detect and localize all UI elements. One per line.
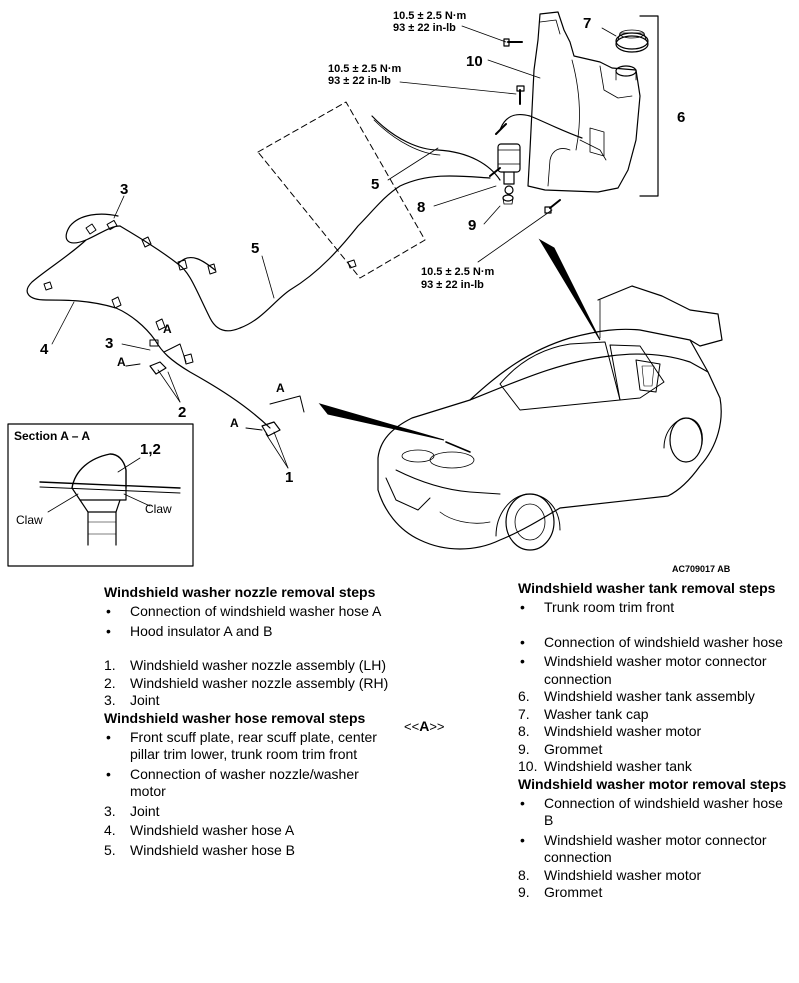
callout-8: 8 bbox=[417, 199, 425, 216]
list-item: 8.Windshield washer motor bbox=[518, 866, 702, 883]
parts-diagram: 7 10 6 5 8 9 3 5 4 3 2 1 A A A A 10.5 ± … bbox=[7, 10, 731, 574]
right-column: Windshield washer tank removal steps •Tr… bbox=[518, 580, 793, 902]
list-item: 9.Grommet bbox=[518, 740, 603, 757]
torque-top-nm: 10.5 ± 2.5 N·m bbox=[393, 10, 467, 22]
callout-5-left: 5 bbox=[251, 240, 259, 257]
grommet bbox=[502, 194, 514, 205]
list-item: •Connection of windshield washer hose bbox=[520, 633, 783, 650]
arrow-label-a: A bbox=[230, 416, 239, 430]
arrow-label-a: A bbox=[117, 355, 126, 369]
callout-4: 4 bbox=[40, 341, 49, 358]
pointer-wedges bbox=[318, 238, 601, 441]
torque-mid-inlb: 93 ± 22 in-lb bbox=[328, 75, 391, 87]
section-a-a-box bbox=[7, 423, 194, 567]
torque-specs: 10.5 ± 2.5 N·m 93 ± 22 in-lb 10.5 ± 2.5 … bbox=[328, 10, 495, 291]
list-item: 7.Washer tank cap bbox=[518, 705, 649, 722]
list-item: 1.Windshield washer nozzle assembly (LH) bbox=[104, 657, 386, 673]
claw-left-label: Claw bbox=[16, 513, 43, 527]
section-arrow-labels: A A A A bbox=[117, 322, 285, 430]
list-item: •Front scuff plate, rear scuff plate, ce… bbox=[106, 728, 377, 763]
nozzle-steps: •Connection of windshield washer hose A … bbox=[104, 603, 394, 710]
car-illustration bbox=[377, 285, 723, 551]
tank-steps: •Trunk room trim front •Connection of wi… bbox=[518, 599, 793, 776]
list-item: 6.Windshield washer tank assembly bbox=[518, 688, 755, 704]
list-item: 5.Windshield washer hose B bbox=[104, 841, 295, 858]
callout-5-top: 5 bbox=[371, 176, 379, 193]
list-item: 9.Grommet bbox=[518, 884, 603, 900]
callout-numbers: 7 10 6 5 8 9 3 5 4 3 2 1 bbox=[40, 15, 685, 486]
bolt-low bbox=[544, 199, 561, 214]
callout-1: 1 bbox=[285, 469, 293, 486]
washer-motor bbox=[489, 143, 521, 195]
section-labels: Section A – A 1,2 Claw Claw bbox=[14, 429, 172, 527]
bolt-mid bbox=[516, 85, 525, 105]
washer-hose-a bbox=[26, 213, 271, 429]
tank-heading: Windshield washer tank removal steps bbox=[518, 580, 776, 596]
callout-9: 9 bbox=[468, 217, 476, 234]
torque-top-inlb: 93 ± 22 in-lb bbox=[393, 22, 456, 34]
torque-low-nm: 10.5 ± 2.5 N·m bbox=[421, 266, 495, 278]
callout-7: 7 bbox=[583, 15, 591, 32]
list-item: •Hood insulator A and B bbox=[106, 622, 273, 639]
washer-tank bbox=[495, 11, 641, 193]
leader-lines bbox=[51, 25, 617, 469]
motor-heading: Windshield washer motor removal steps bbox=[518, 775, 787, 792]
arrow-label-a: A bbox=[276, 381, 285, 395]
assembly-bracket bbox=[639, 15, 659, 197]
bolt-top bbox=[503, 38, 523, 47]
motor-steps: •Connection of windshield washer hose B … bbox=[518, 795, 793, 902]
hose-steps: •Front scuff plate, rear scuff plate, ce… bbox=[104, 729, 394, 860]
list-item: 3.Joint bbox=[104, 802, 160, 819]
tank-cap bbox=[615, 29, 649, 53]
callout-3-top: 3 bbox=[120, 181, 128, 198]
torque-mid-nm: 10.5 ± 2.5 N·m bbox=[328, 63, 402, 75]
washer-hose-b bbox=[239, 175, 491, 329]
list-item: 4.Windshield washer hose A bbox=[104, 822, 295, 838]
list-item: •Windshield washer motor connector conne… bbox=[520, 653, 767, 687]
left-column: Windshield washer nozzle removal steps •… bbox=[104, 584, 394, 859]
hose-clips bbox=[43, 223, 357, 365]
arrow-label-a: A bbox=[163, 322, 172, 336]
list-item: •Windshield washer motor connector conne… bbox=[520, 831, 767, 866]
list-item: •Connection of washer nozzle/washer moto… bbox=[106, 765, 359, 800]
list-item: •Trunk room trim front bbox=[520, 599, 675, 615]
nozzles bbox=[149, 361, 281, 437]
list-item: •Connection of windshield washer hose A bbox=[106, 603, 382, 619]
list-item: 2.Windshield washer nozzle assembly (RH) bbox=[104, 674, 389, 691]
list-item: 8.Windshield washer motor bbox=[518, 723, 702, 739]
list-item: 10.Windshield washer tank bbox=[518, 758, 692, 774]
nozzle-heading: Windshield washer nozzle removal steps bbox=[104, 584, 376, 600]
callout-10: 10 bbox=[466, 53, 483, 70]
callout-2: 2 bbox=[178, 404, 186, 421]
joints bbox=[106, 219, 159, 347]
reference-mark-a: <<A>> bbox=[404, 718, 445, 734]
claw-right-label: Claw bbox=[145, 502, 172, 516]
list-item: 3.Joint bbox=[104, 692, 160, 708]
figure-code: AC709017 AB bbox=[672, 564, 731, 574]
section-title: Section A – A bbox=[14, 429, 90, 443]
callout-6: 6 bbox=[677, 109, 685, 126]
hose-heading: Windshield washer hose removal steps bbox=[104, 709, 366, 726]
callout-3-mid: 3 bbox=[105, 335, 113, 352]
torque-low-inlb: 93 ± 22 in-lb bbox=[421, 279, 484, 291]
section-arrows bbox=[125, 343, 305, 431]
hood-insulator bbox=[257, 101, 501, 279]
section-callout: 1,2 bbox=[140, 441, 161, 458]
list-item: •Connection of windshield washer hose B bbox=[520, 794, 783, 829]
